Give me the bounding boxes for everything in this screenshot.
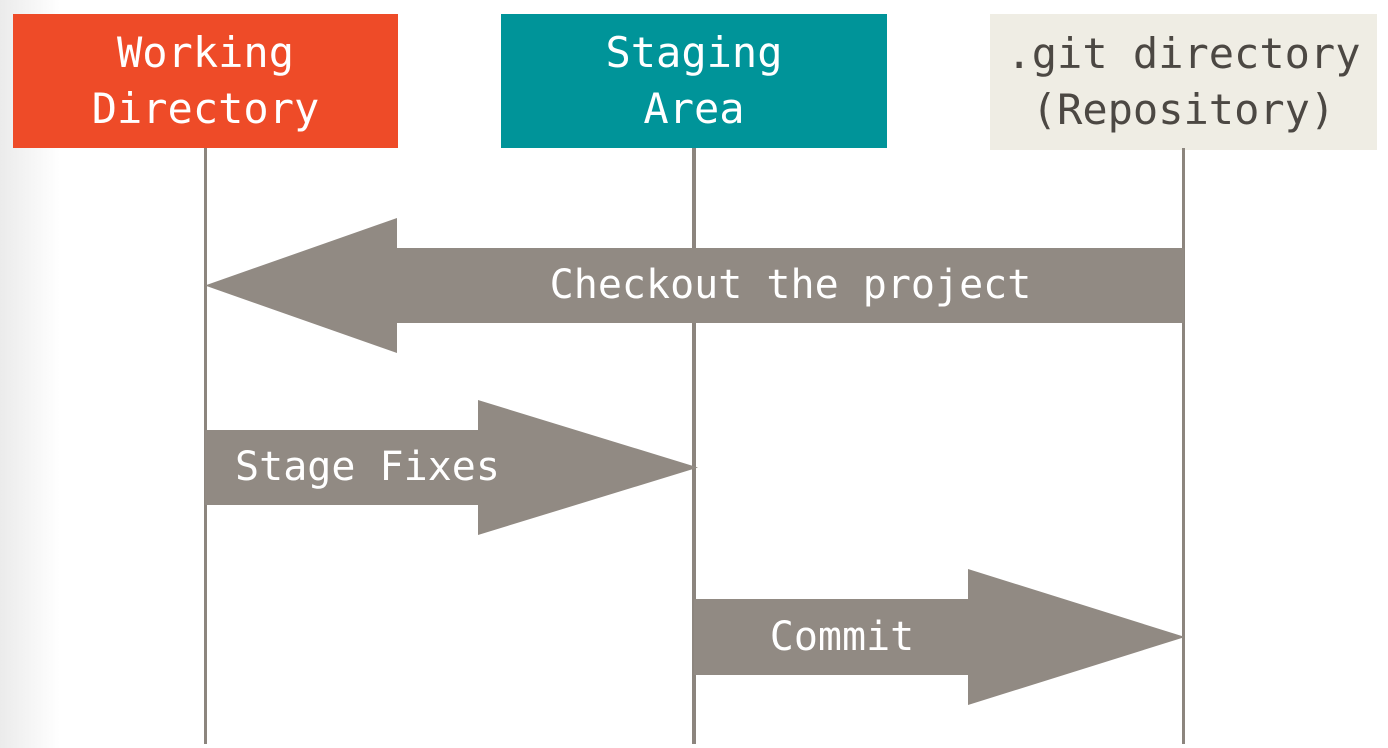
stage-fixes-arrow-label: Stage Fixes bbox=[235, 444, 500, 490]
working-directory-label-line2: Directory bbox=[91, 84, 320, 133]
working-directory-box: Working Directory bbox=[13, 14, 398, 148]
staging-area-label-line2: Area bbox=[643, 84, 745, 133]
commit-arrow-label: Commit bbox=[769, 614, 915, 660]
checkout-arrowhead-icon bbox=[205, 218, 397, 353]
working-directory-label-line1: Working bbox=[116, 28, 294, 78]
git-directory-lifeline bbox=[1181, 148, 1186, 744]
checkout-arrow-body bbox=[397, 248, 1184, 323]
checkout-arrow-label: Checkout the project bbox=[549, 262, 1032, 308]
staging-area-lifeline bbox=[692, 148, 696, 744]
stage-fixes-arrow-body bbox=[205, 430, 478, 505]
commit-arrow-body bbox=[694, 599, 968, 675]
git-directory-box: .git directory (Repository) bbox=[990, 14, 1377, 150]
git-directory-label-line2: (Repository) bbox=[1031, 85, 1336, 134]
commit-arrowhead-icon bbox=[968, 569, 1185, 705]
staging-area-box: Staging Area bbox=[501, 14, 887, 148]
git-directory-label-line1: .git directory bbox=[1006, 29, 1361, 79]
staging-area-label-line1: Staging bbox=[605, 28, 783, 78]
